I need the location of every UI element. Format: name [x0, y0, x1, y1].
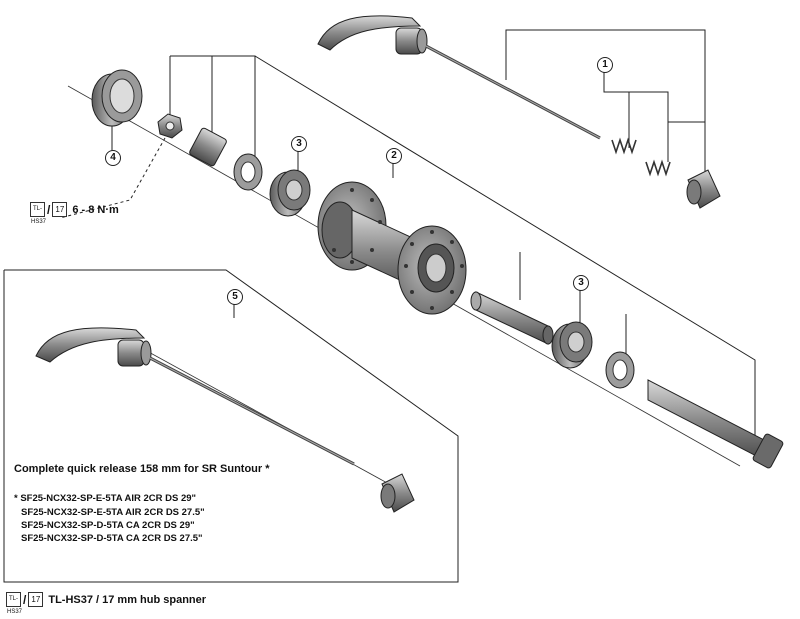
inset-model-1: * SF25-NCX32-SP-E-5TA AIR 2CR DS 29"	[14, 493, 197, 504]
hub-spanner-icon: TL-HS37	[30, 202, 46, 225]
part-4-end-cap	[91, 69, 143, 127]
leader-1	[505, 29, 706, 178]
qr-lever-top	[317, 15, 601, 140]
inset-model-4: SF25-NCX32-SP-D-5TA CA 2CR DS 27.5"	[21, 533, 203, 544]
callout-2: 2	[386, 148, 402, 164]
tube-spacer	[470, 291, 554, 345]
callout-3-left: 3	[291, 136, 307, 152]
wrench-17-icon: 17	[28, 592, 44, 607]
bearing-left	[269, 169, 311, 217]
torque-spec: TL-HS37 / 17 6 - 8 N·m	[30, 202, 119, 225]
wrench-17-icon: 17	[52, 202, 68, 217]
footer-tool-note: TL-HS37 / 17 TL-HS37 / 17 mm hub spanner	[6, 592, 207, 615]
lock-nut	[157, 113, 183, 139]
hub-body	[317, 181, 467, 315]
callout-1: 1	[597, 57, 613, 73]
bearing-right	[551, 321, 593, 369]
callout-5: 5	[227, 289, 243, 305]
qr-springs	[611, 137, 671, 177]
inset-model-2: SF25-NCX32-SP-E-5TA AIR 2CR DS 27.5"	[21, 507, 205, 518]
footer-tool-text: TL-HS37 / 17 mm hub spanner	[48, 593, 207, 606]
torque-value: 6 - 8 N·m	[72, 203, 119, 216]
spacer-sleeve	[189, 127, 227, 167]
qr-lever-inset	[35, 327, 355, 466]
washer-right	[605, 351, 635, 389]
leader-2	[169, 55, 756, 440]
inset-model-3: SF25-NCX32-SP-D-5TA CA 2CR DS 29"	[21, 520, 195, 531]
washer-left	[233, 153, 263, 191]
callout-4: 4	[105, 150, 121, 166]
qr-nut-top	[686, 169, 721, 209]
inset-box	[3, 269, 459, 583]
hub-axle	[647, 379, 784, 469]
slash-separator: /	[47, 202, 51, 217]
callout-3-right: 3	[573, 275, 589, 291]
slash-separator: /	[23, 592, 27, 607]
qr-nut-inset	[380, 473, 415, 513]
hub-spanner-icon: TL-HS37	[6, 592, 22, 615]
inset-title: Complete quick release 158 mm for SR Sun…	[14, 463, 270, 475]
